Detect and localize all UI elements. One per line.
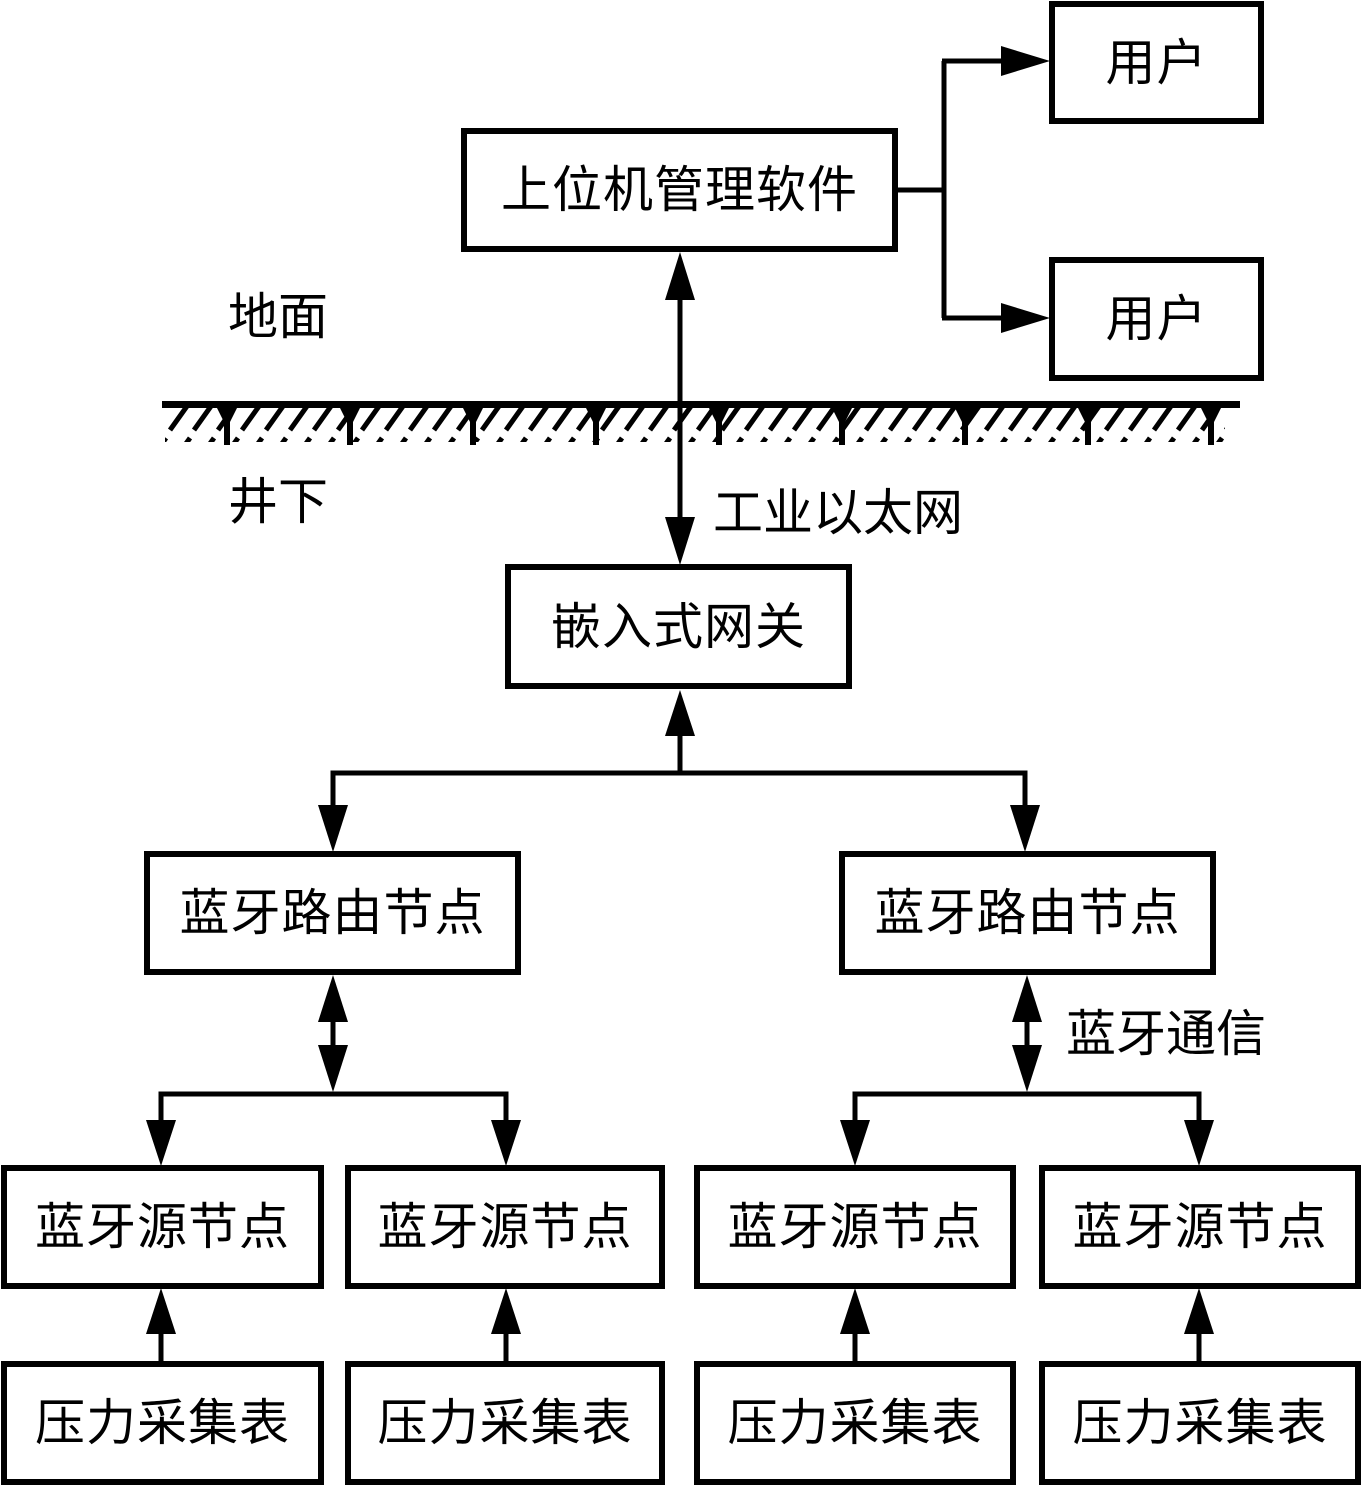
node-gateway: 嵌入式网关 (505, 564, 852, 689)
ground-tick-mark (709, 408, 729, 445)
arrowhead-up-host (665, 252, 695, 300)
arrowhead-up-gateway (665, 690, 695, 736)
node-label: 压力采集表 (1072, 1394, 1328, 1452)
node-label: 嵌入式网关 (551, 597, 806, 656)
connector-host-to-users (897, 58, 1005, 321)
ground-surface-line (162, 401, 1240, 445)
ground-tick-mark (586, 408, 606, 445)
node-label: 压力采集表 (727, 1394, 983, 1452)
node-user-1: 用户 (1049, 1, 1264, 124)
arrowhead-down-gateway (665, 517, 695, 565)
arrowhead-up-source-2 (491, 1288, 521, 1334)
arrowhead-to-user-2 (1001, 303, 1050, 333)
node-label: 压力采集表 (35, 1394, 290, 1452)
zone-label-underground: 井下 (228, 473, 328, 531)
node-label: 蓝牙路由节点 (874, 884, 1181, 942)
arrowhead-down-router-left (318, 805, 348, 852)
node-label: 压力采集表 (377, 1394, 633, 1452)
node-collector-1: 压力采集表 (1, 1361, 324, 1485)
node-label: 蓝牙路由节点 (179, 884, 486, 942)
node-label: 蓝牙源节点 (1072, 1198, 1328, 1256)
node-source-3: 蓝牙源节点 (694, 1165, 1016, 1289)
node-label: 蓝牙源节点 (727, 1198, 983, 1256)
arrowhead-down-source-2 (491, 1120, 521, 1166)
node-collector-4: 压力采集表 (1039, 1361, 1361, 1485)
arrowhead-up-source-3 (840, 1288, 870, 1334)
node-collector-3: 压力采集表 (694, 1361, 1016, 1485)
link-label-bluetooth: 蓝牙通信 (1066, 1005, 1266, 1063)
node-label: 蓝牙源节点 (377, 1198, 633, 1256)
ground-tick-mark (463, 408, 483, 445)
node-label: 蓝牙源节点 (35, 1198, 290, 1256)
node-host-software: 上位机管理软件 (461, 128, 898, 252)
node-label: 上位机管理软件 (501, 161, 858, 219)
link-label-ethernet: 工业以太网 (713, 484, 963, 542)
node-router-right: 蓝牙路由节点 (839, 851, 1216, 975)
node-user-2: 用户 (1049, 257, 1264, 381)
ground-tick-mark (340, 408, 360, 445)
ground-tick-mark (955, 408, 975, 445)
arrowhead-down-source-4 (1184, 1120, 1214, 1166)
arrowhead-up-source-1 (146, 1288, 176, 1334)
ground-tick-mark (832, 408, 852, 445)
arrowhead-down-source-3 (840, 1120, 870, 1166)
arrowhead-down-router-right-branch (1012, 1045, 1042, 1092)
node-collector-2: 压力采集表 (345, 1361, 665, 1485)
ground-tick-mark (1078, 408, 1098, 445)
arrowhead-up-router-left (318, 975, 348, 1022)
node-label: 用户 (1105, 290, 1208, 348)
zone-label-above-ground: 地面 (228, 288, 328, 346)
node-router-left: 蓝牙路由节点 (144, 851, 521, 975)
node-source-2: 蓝牙源节点 (345, 1165, 665, 1289)
ground-tick-mark (217, 408, 237, 445)
node-label: 用户 (1105, 33, 1208, 92)
connector-gateway-to-routers (330, 725, 1028, 810)
connector-collectors-to-sources (158, 1330, 1202, 1362)
arrowhead-to-user-1 (1001, 46, 1050, 76)
arrowhead-down-router-left-branch (318, 1045, 348, 1092)
arrowhead-down-source-1 (146, 1120, 176, 1166)
arrowhead-up-source-4 (1184, 1288, 1214, 1334)
node-source-4: 蓝牙源节点 (1039, 1165, 1361, 1289)
arrowhead-up-router-right (1012, 975, 1042, 1022)
arrowhead-down-router-right (1010, 805, 1040, 852)
node-source-1: 蓝牙源节点 (1, 1165, 324, 1289)
ground-tick-mark (1201, 408, 1221, 445)
